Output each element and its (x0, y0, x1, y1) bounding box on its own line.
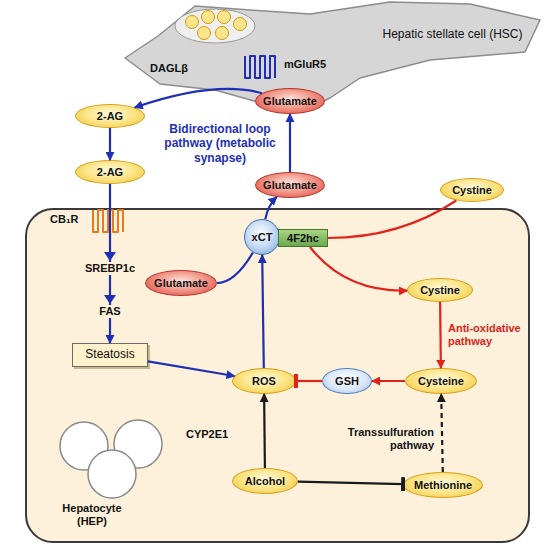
inhibition-connector (296, 380, 322, 382)
vesicle-cluster (175, 9, 255, 43)
molecule-oval: Alcohol (232, 468, 298, 494)
molecule-oval: Cystine (440, 178, 504, 202)
arrow-head (104, 295, 116, 304)
arrow-connector (135, 89, 262, 108)
arrow-connector (148, 361, 235, 376)
arrow-connector (262, 255, 264, 368)
arrow-head (104, 252, 116, 261)
molecule-oval: Cystine (407, 278, 473, 302)
arrow-connector (372, 380, 405, 382)
arrow-connector (263, 394, 266, 468)
node-label: Alcohol (245, 475, 285, 488)
lipid-vesicle (202, 11, 215, 24)
lipid-droplet (88, 450, 136, 498)
node-label: GSH (335, 375, 359, 388)
molecule-oval: Glutamate (255, 88, 325, 114)
lipid-vesicle (234, 18, 247, 31)
process-box: Steatosis (72, 343, 148, 367)
lipid-vesicle (216, 27, 229, 40)
node-label: Hepatocyte (HEP) (47, 502, 137, 527)
annotation-label: Anti-oxidative pathway (448, 322, 532, 348)
node-label: Glutamate (263, 95, 317, 108)
molecule-oval: 2-AG (75, 160, 145, 184)
node-label: xCT (252, 231, 273, 244)
arrow-connector (217, 253, 253, 284)
annotation-label: Transsulfuration pathway (318, 426, 434, 452)
receptor-symbol (93, 210, 123, 232)
node-label: Cystine (420, 284, 460, 297)
node-label: Glutamate (154, 277, 208, 290)
arrow-connector (310, 247, 407, 291)
lipid-vesicle (198, 27, 211, 40)
node-label: ROS (252, 375, 276, 388)
node-label: Steatosis (85, 348, 134, 362)
arrow-connector (328, 201, 456, 239)
transporter-circle: xCT (244, 219, 280, 255)
receptor-symbol (245, 56, 275, 78)
annotation-label: DAGLβ (150, 62, 188, 75)
annotation-label: Bidirectional loop pathway (metabolic sy… (160, 122, 280, 165)
annotation-label: CB₁R (50, 213, 78, 226)
inhibition-connector (298, 482, 403, 484)
node-label: Cysteine (418, 375, 464, 388)
node-label: 4F2hc (287, 232, 319, 245)
molecule-oval: ROS (232, 368, 296, 394)
arrow-connector (265, 197, 277, 219)
arrow-connector (441, 394, 443, 472)
annotation-label: SREBP1c (78, 262, 142, 275)
arrow-connector (439, 302, 442, 368)
annotation-label: mGluR5 (284, 58, 326, 71)
node-label: Cystine (452, 184, 492, 197)
node-label: Glutamate (263, 179, 317, 192)
annotation-label: CYP2E1 (186, 428, 228, 441)
node-label: 2-AG (97, 110, 123, 123)
transporter-box: 4F2hc (278, 229, 328, 247)
molecule-oval: 2-AG (75, 104, 145, 128)
lipid-vesicle (186, 16, 199, 29)
molecule-oval: Methionine (403, 472, 483, 498)
node-label: 2-AG (97, 166, 123, 179)
cell-body (125, 2, 540, 112)
lipid-vesicle (218, 11, 231, 24)
molecule-oval: Glutamate (255, 172, 325, 198)
molecule-oval: GSH (322, 368, 372, 394)
arrow-connector (289, 114, 291, 172)
node-label: Methionine (414, 479, 472, 492)
molecule-oval: Glutamate (145, 270, 217, 296)
molecule-oval: Cysteine (405, 368, 477, 394)
annotation-label: FAS (96, 305, 124, 318)
node-label: Hepatic stellate cell (HSC) (365, 28, 540, 42)
arrow-connector (109, 128, 111, 160)
